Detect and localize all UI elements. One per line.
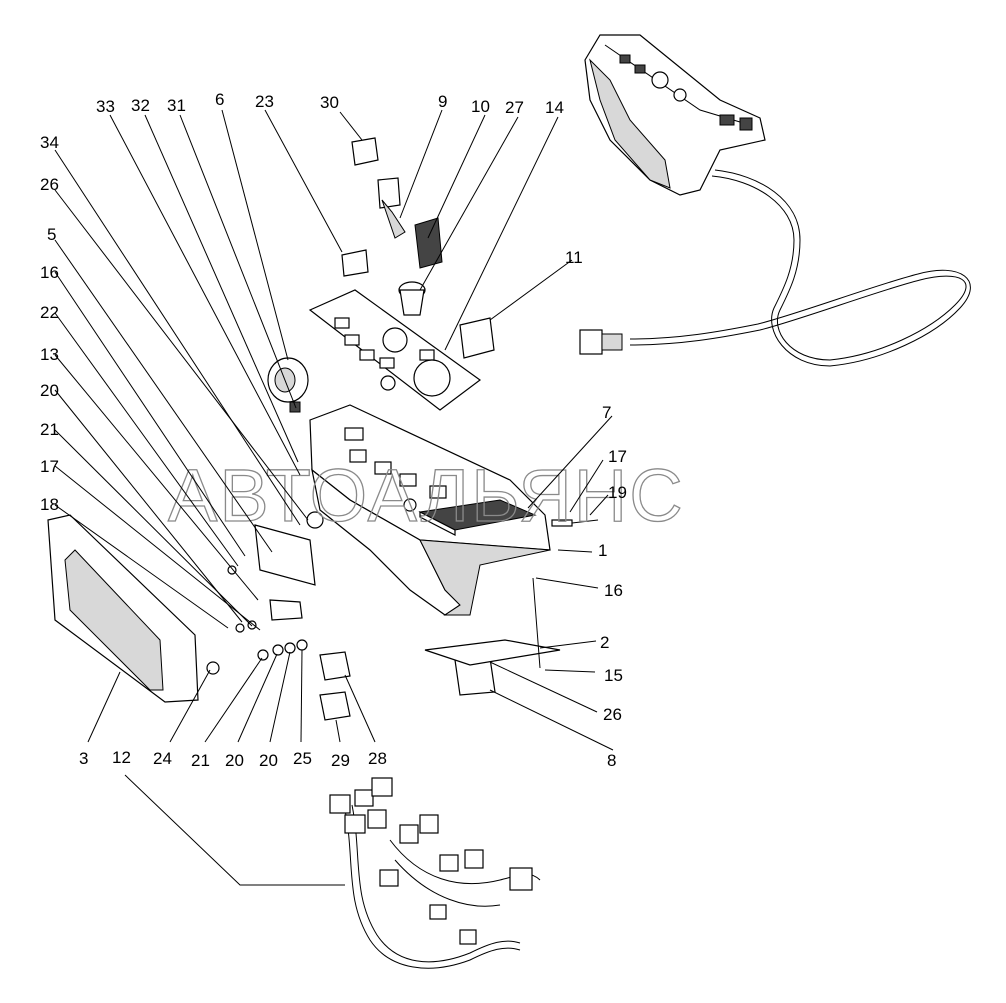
callout-34: 34 xyxy=(40,133,59,152)
leader-lines xyxy=(54,109,614,886)
callout-11: 11 xyxy=(565,248,583,267)
callout-29: 29 xyxy=(331,751,350,770)
callout-20-left: 20 xyxy=(40,381,59,400)
callout-17-left: 17 xyxy=(40,457,59,476)
callout-14: 14 xyxy=(545,98,564,117)
watermark-text: АВТОАЛЬЯНС xyxy=(168,454,685,537)
wiring-harness xyxy=(329,777,541,969)
callout-3: 3 xyxy=(79,749,88,768)
keypad xyxy=(418,499,537,536)
callout-8: 8 xyxy=(607,751,616,770)
small-parts xyxy=(206,137,599,721)
callout-12: 12 xyxy=(112,748,131,767)
callout-23: 23 xyxy=(255,92,274,111)
callout-20-bottom-b: 20 xyxy=(259,751,278,770)
callout-21-left: 21 xyxy=(40,420,59,439)
callout-9: 9 xyxy=(438,92,447,111)
console-assembly-view xyxy=(579,34,971,367)
callout-28: 28 xyxy=(368,749,387,768)
callout-25: 25 xyxy=(293,749,312,768)
callout-13: 13 xyxy=(40,345,59,364)
callout-10: 10 xyxy=(471,97,490,116)
callout-22: 22 xyxy=(40,303,59,322)
callout-16-left: 16 xyxy=(40,263,59,282)
callout-15: 15 xyxy=(604,666,623,685)
side-cover xyxy=(47,514,199,703)
callout-33: 33 xyxy=(96,97,115,116)
callout-19: 19 xyxy=(608,483,627,502)
callout-21-bottom: 21 xyxy=(191,751,210,770)
top-panel-plate xyxy=(308,289,482,411)
callout-labels: 33 32 31 6 23 30 9 10 27 14 34 26 5 16 2… xyxy=(40,90,627,770)
callout-27: 27 xyxy=(505,98,524,117)
callout-7: 7 xyxy=(602,403,611,422)
callout-20-bottom-a: 20 xyxy=(225,751,244,770)
callout-5: 5 xyxy=(47,225,56,244)
callout-2: 2 xyxy=(600,633,609,652)
callout-17-right: 17 xyxy=(608,447,627,466)
callout-24: 24 xyxy=(153,749,172,768)
callout-16-right: 16 xyxy=(604,581,623,600)
callout-18: 18 xyxy=(40,495,59,514)
callout-26-right: 26 xyxy=(603,705,622,724)
callout-26-left: 26 xyxy=(40,175,59,194)
callout-6: 6 xyxy=(215,90,224,109)
callout-1: 1 xyxy=(598,541,607,560)
callout-30: 30 xyxy=(320,93,339,112)
callout-31: 31 xyxy=(167,96,186,115)
callout-32: 32 xyxy=(131,96,150,115)
